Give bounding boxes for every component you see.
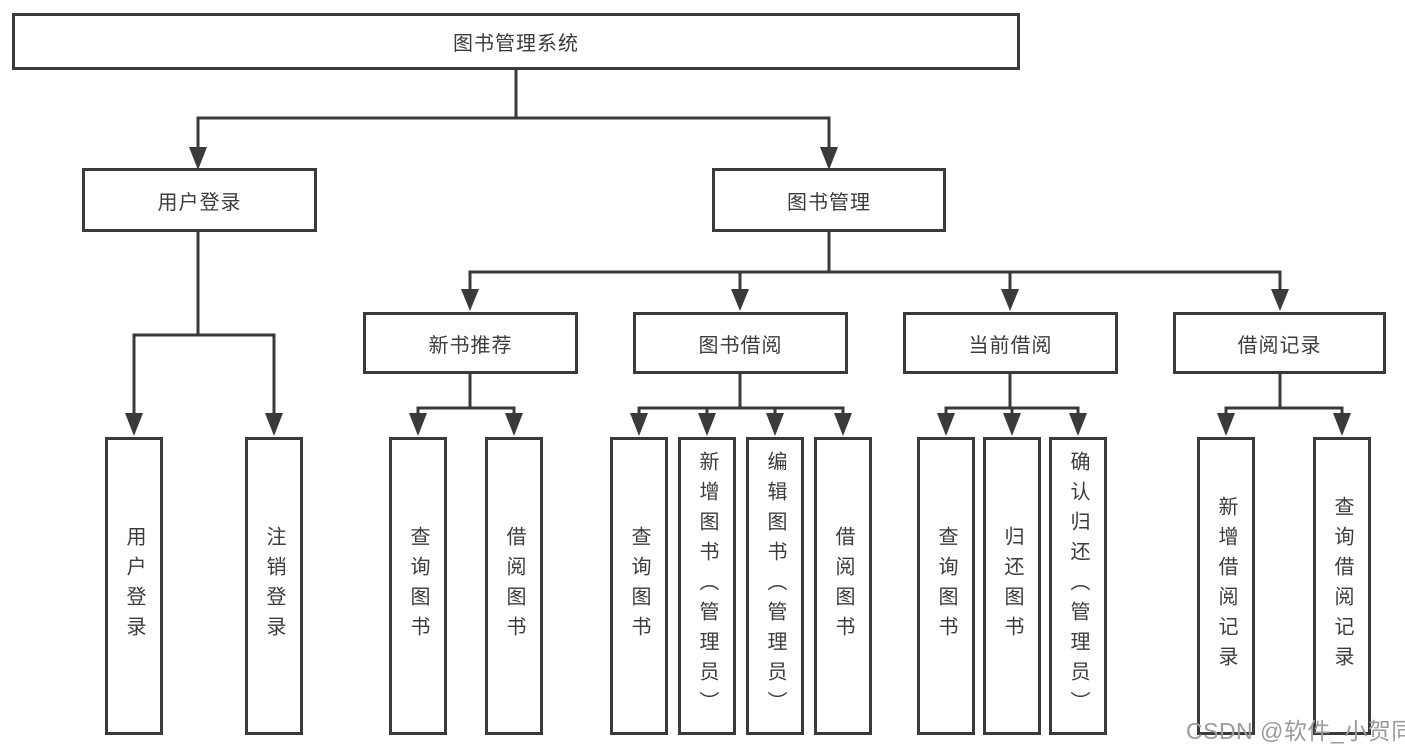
leaf-user-login-label: 用户登录	[123, 526, 145, 646]
leaf-add-books-admin-label: 新增图书（管理员）	[696, 451, 718, 721]
csdn-watermark: CSDN @软件_小贺同学	[1186, 718, 1405, 744]
node-book-management: 图书管理	[712, 168, 946, 232]
leaf-edit-books-admin-label: 编辑图书（管理员）	[764, 451, 786, 721]
leaf-query-borrow-record-label: 查询借阅记录	[1331, 496, 1353, 676]
node-book-borrow-label: 图书借阅	[698, 334, 783, 357]
node-new-book-recommend-label: 新书推荐	[428, 334, 513, 357]
leaf-query-books-recommend: 查询图书	[389, 437, 447, 735]
leaf-query-borrow-record: 查询借阅记录	[1313, 437, 1371, 735]
leaf-edit-books-admin: 编辑图书（管理员）	[746, 437, 804, 735]
node-current-borrow: 当前借阅	[903, 312, 1118, 374]
node-borrow-records: 借阅记录	[1173, 312, 1386, 374]
leaf-query-books-current: 查询图书	[917, 437, 975, 735]
leaf-query-books-recommend-label: 查询图书	[407, 526, 429, 646]
leaf-return-books: 归还图书	[983, 437, 1041, 735]
leaf-borrow-books-label: 借阅图书	[832, 526, 854, 646]
leaf-query-books-borrow: 查询图书	[610, 437, 668, 735]
leaf-borrow-books: 借阅图书	[814, 437, 872, 735]
node-user-login: 用户登录	[82, 168, 317, 232]
leaf-add-borrow-record: 新增借阅记录	[1197, 437, 1255, 735]
node-new-book-recommend: 新书推荐	[363, 312, 578, 374]
leaf-borrow-books-recommend: 借阅图书	[485, 437, 543, 735]
node-current-borrow-label: 当前借阅	[968, 334, 1053, 357]
leaf-confirm-return-admin-label: 确认归还（管理员）	[1067, 451, 1089, 721]
arrowhead-icons	[125, 147, 1351, 436]
node-book-borrow: 图书借阅	[633, 312, 848, 374]
leaf-query-books-current-label: 查询图书	[935, 526, 957, 646]
leaf-logout: 注销登录	[245, 437, 303, 735]
leaf-add-borrow-record-label: 新增借阅记录	[1215, 496, 1237, 676]
node-library-system-label: 图书管理系统	[453, 33, 579, 55]
leaf-borrow-books-recommend-label: 借阅图书	[503, 526, 525, 646]
leaf-logout-label: 注销登录	[263, 526, 285, 646]
leaf-user-login: 用户登录	[105, 437, 163, 735]
leaf-confirm-return-admin: 确认归还（管理员）	[1049, 437, 1107, 735]
node-user-login-label: 用户登录	[157, 191, 242, 214]
leaf-query-books-borrow-label: 查询图书	[628, 526, 650, 646]
leaf-return-books-label: 归还图书	[1001, 526, 1023, 646]
leaf-add-books-admin: 新增图书（管理员）	[678, 437, 736, 735]
node-library-system: 图书管理系统	[12, 13, 1020, 70]
node-book-management-label: 图书管理	[787, 191, 871, 214]
node-borrow-records-label: 借阅记录	[1237, 334, 1322, 357]
